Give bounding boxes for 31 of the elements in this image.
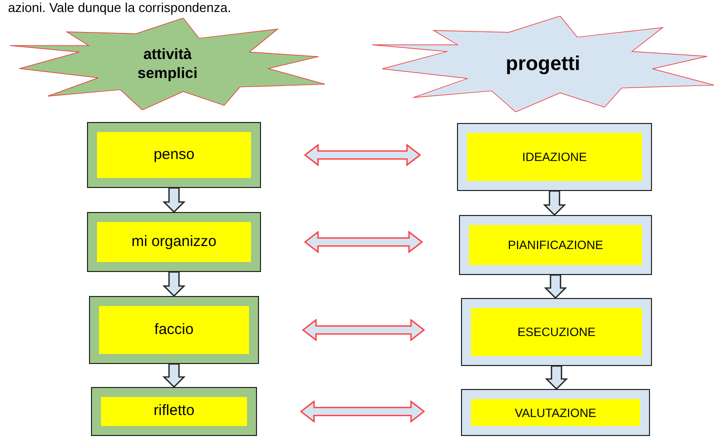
step-box — [89, 296, 259, 364]
star-burst — [372, 16, 714, 112]
step-box — [459, 215, 652, 275]
step-box — [457, 123, 652, 191]
step-box — [87, 122, 261, 188]
step-box — [91, 387, 257, 436]
block-arrow — [162, 271, 186, 297]
step-label: ESECUZIONE — [471, 308, 642, 356]
step-label: mi organizzo — [97, 222, 251, 262]
block-arrow — [542, 190, 566, 216]
step-label: penso — [97, 132, 251, 178]
block-arrow — [544, 365, 568, 390]
step-box — [461, 389, 650, 436]
step-label: IDEAZIONE — [467, 133, 642, 181]
star-title: attività semplici — [136, 45, 199, 83]
step-box — [87, 212, 261, 272]
block-arrow — [544, 274, 568, 299]
star-burst — [10, 18, 325, 110]
step-label: faccio — [99, 306, 249, 354]
intro-text: azioni. Vale dunque la corrispondenza. — [8, 0, 232, 15]
block-arrow — [300, 400, 426, 423]
block-arrow — [304, 230, 424, 254]
block-arrow — [162, 187, 186, 213]
step-label: rifletto — [101, 397, 247, 426]
step-box — [461, 298, 652, 366]
star-title: progetti — [506, 54, 580, 74]
block-arrow — [304, 144, 422, 166]
block-arrow — [302, 318, 426, 342]
block-arrow — [162, 363, 186, 388]
step-label: PIANIFICAZIONE — [469, 225, 642, 265]
step-label: VALUTAZIONE — [471, 399, 640, 426]
